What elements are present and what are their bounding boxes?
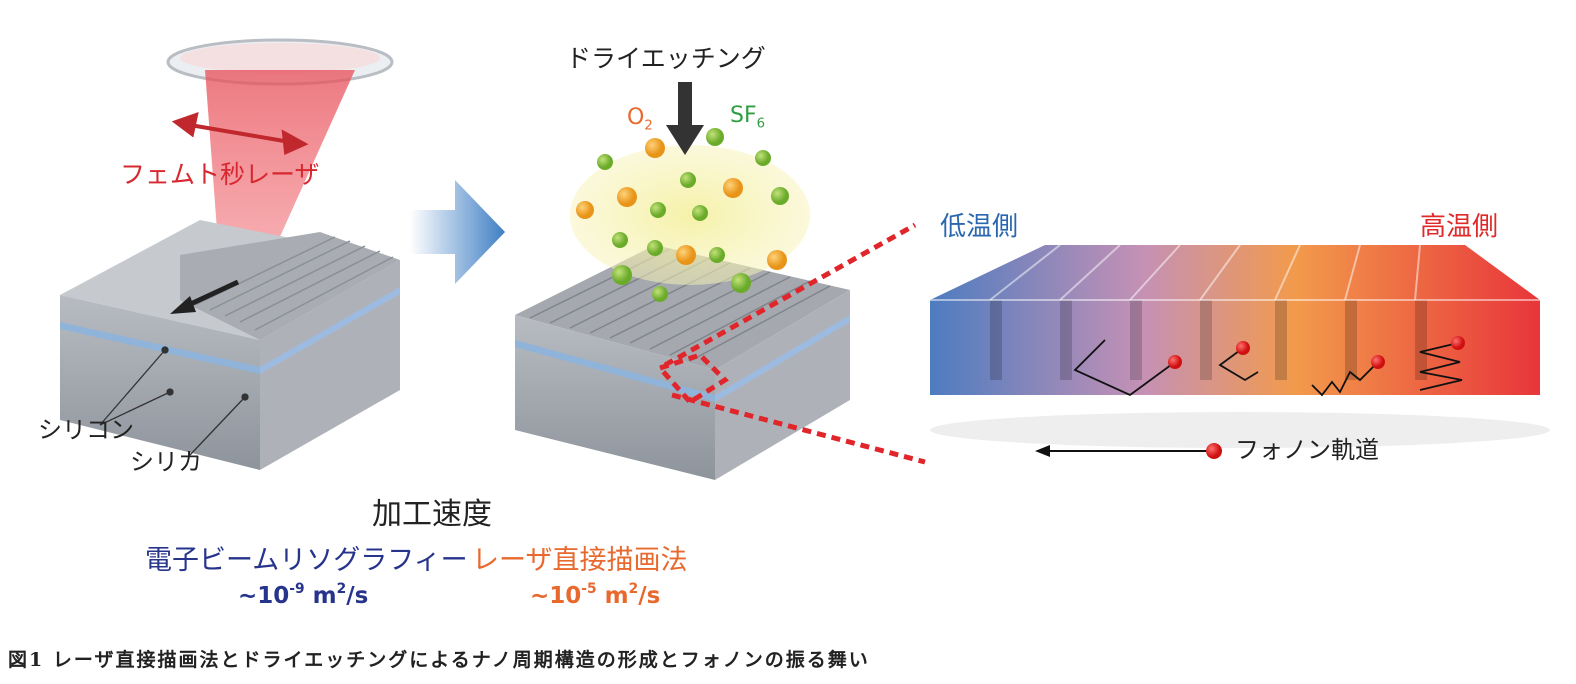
dry-etching-label: ドライエッチング	[566, 44, 766, 73]
phonon-trajectory-label: フォノン軌道	[1235, 436, 1379, 464]
phonon-legend-arrow	[1035, 443, 1222, 459]
etching-arrow	[666, 82, 704, 155]
gas-particles	[576, 128, 789, 302]
ebl-label: 電子ビームリソグラフィー	[145, 545, 468, 576]
silica-label: シリカ	[130, 448, 202, 476]
label-pointers	[99, 346, 249, 456]
sf6-label: SF6	[730, 103, 766, 132]
silicon-label: シリコン	[38, 416, 134, 444]
left-sample-block	[60, 220, 400, 470]
phonon-fin-structure	[930, 244, 1550, 448]
ebl-speed-value: ~10-9 m2/s	[238, 581, 369, 609]
low-temp-side-label: 低温側	[940, 212, 1019, 242]
laser-beam	[205, 70, 355, 270]
figure-caption: 図1 レーザ直接描画法とドライエッチングによるナノ周期構造の形成とフォノンの振る…	[8, 649, 870, 671]
processing-speed-title: 加工速度	[372, 497, 492, 532]
o2-label: O2	[627, 105, 653, 134]
high-temp-side-label: 高温側	[1420, 212, 1499, 242]
femtosecond-laser-label: フェムト秒レーザ	[120, 160, 320, 189]
middle-sample-block	[515, 245, 850, 480]
polarization-arrow	[171, 111, 309, 155]
plasma-cloud	[570, 145, 810, 285]
ldw-speed-value: ~10-5 m2/s	[530, 581, 661, 609]
ldw-label: レーザ直接描画法	[472, 545, 688, 576]
process-arrow	[410, 180, 505, 284]
zoom-lines	[655, 222, 926, 465]
